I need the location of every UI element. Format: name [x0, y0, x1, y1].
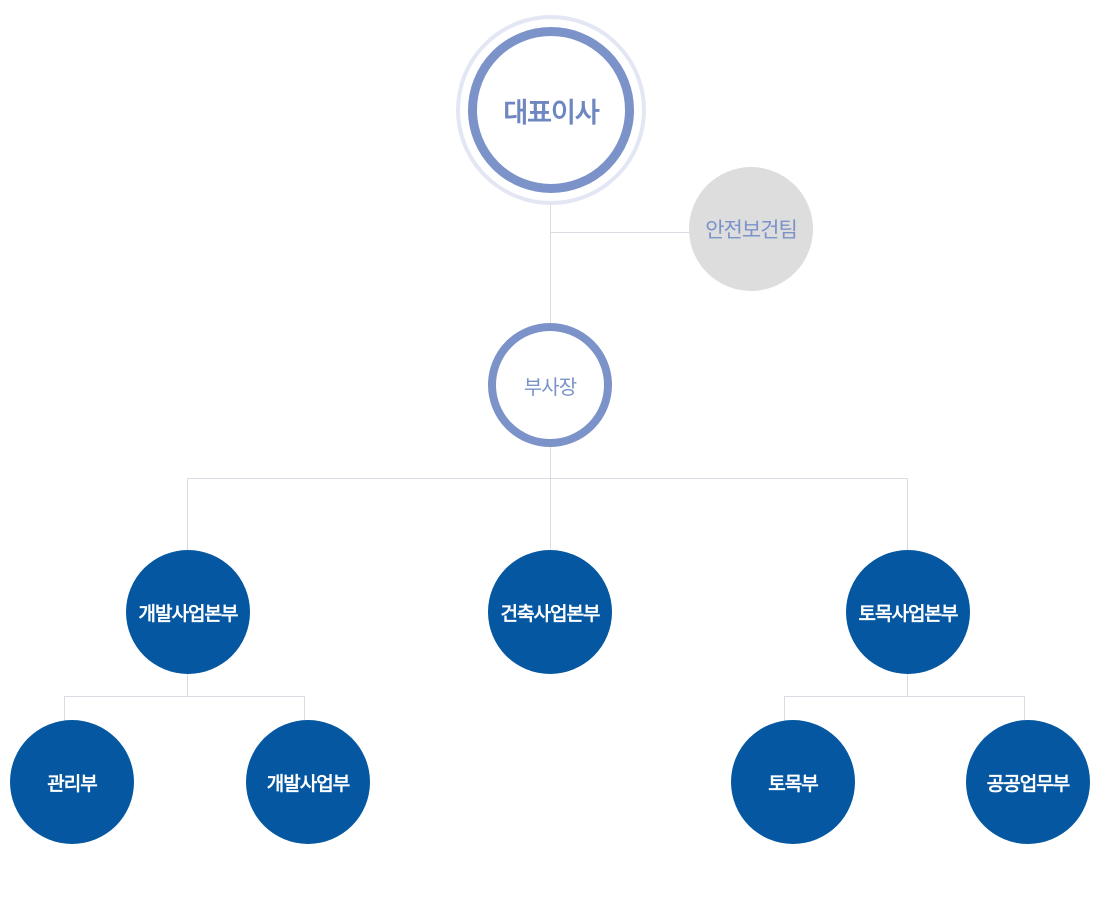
department-node-civil: 토목부: [731, 720, 855, 844]
vice-president-node: 부사장: [488, 323, 612, 447]
division-label: 토목사업본부: [858, 602, 959, 625]
division-label: 건축사업본부: [500, 602, 601, 625]
division-node-development: 개발사업본부: [126, 550, 250, 674]
department-node-development-business: 개발사업부: [246, 720, 370, 844]
ceo-node: 대표이사: [468, 27, 634, 193]
department-label: 토목부: [768, 772, 818, 795]
department-node-public-affairs: 공공업무부: [966, 720, 1090, 844]
safety-team-label: 안전보건팀: [705, 218, 798, 242]
department-label: 관리부: [47, 772, 97, 795]
division-node-civil: 토목사업본부: [846, 550, 970, 674]
ceo-label: 대표이사: [503, 97, 599, 129]
department-label: 공공업무부: [986, 772, 1070, 795]
department-label: 개발사업부: [266, 772, 350, 795]
vice-president-label: 부사장: [523, 374, 577, 399]
division-node-architecture: 건축사업본부: [488, 550, 612, 674]
division-label: 개발사업본부: [138, 602, 239, 625]
department-node-admin: 관리부: [10, 720, 134, 844]
safety-team-node: 안전보건팀: [689, 167, 813, 291]
